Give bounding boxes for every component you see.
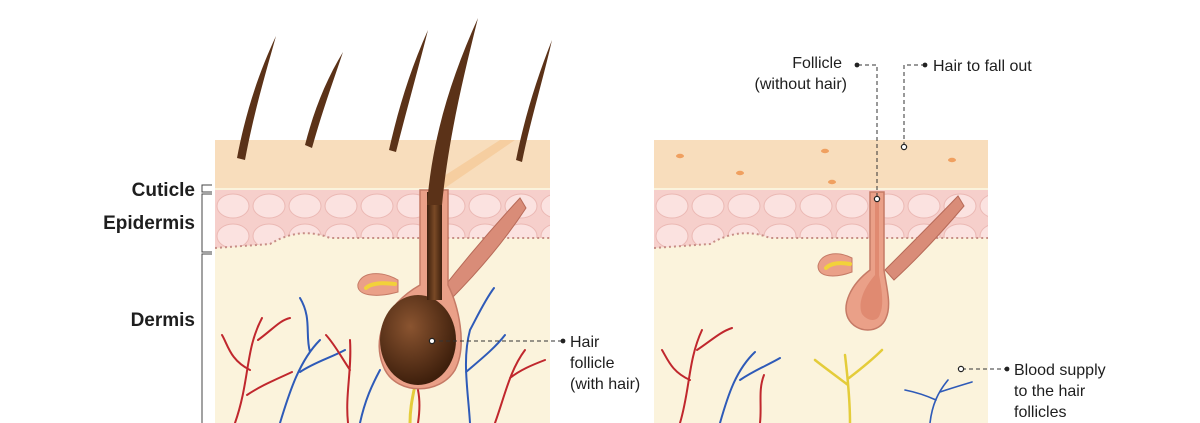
- hair-shafts: [237, 18, 552, 205]
- hair-bulb: [380, 295, 456, 385]
- cuticle-layer-right: [654, 140, 988, 188]
- empty-pores: [676, 148, 956, 185]
- main-hair-shaft: [427, 18, 478, 205]
- arrector-muscle: [439, 197, 527, 301]
- blood-supply-line3: follicles: [1014, 404, 1066, 421]
- dermis-label: Dermis: [131, 310, 195, 331]
- blood-vessels-right: [661, 327, 973, 423]
- blood-supply-line2: to the hair: [1014, 383, 1086, 400]
- skin-section-with-hair: [215, 140, 550, 423]
- epidermis-label: Epidermis: [103, 213, 195, 234]
- arrector-muscle-right: [884, 195, 965, 281]
- callout-follicle-without-hair: Follicle (without hair): [755, 55, 881, 203]
- callout-hair-to-fall-out: Hair to fall out: [900, 58, 1032, 151]
- follicle-without-hair-line2: (without hair): [755, 76, 847, 93]
- follicle-without-hair-line1: Follicle: [792, 55, 842, 72]
- cuticle-label: Cuticle: [132, 180, 195, 201]
- skin-section-without-hair: [654, 140, 988, 423]
- hair-follicle-label-line3: (with hair): [570, 376, 640, 393]
- hair-to-fall-out-label: Hair to fall out: [933, 58, 1032, 75]
- hair-follicle-label-line2: follicle: [570, 355, 615, 372]
- layer-brackets: [201, 184, 212, 423]
- blood-supply-line1: Blood supply: [1014, 362, 1106, 379]
- callout-hair-follicle: Hair follicle (with hair): [428, 334, 640, 393]
- hair-follicle-label-line1: Hair: [570, 334, 600, 351]
- callout-blood-supply: Blood supply to the hair follicles: [957, 362, 1106, 421]
